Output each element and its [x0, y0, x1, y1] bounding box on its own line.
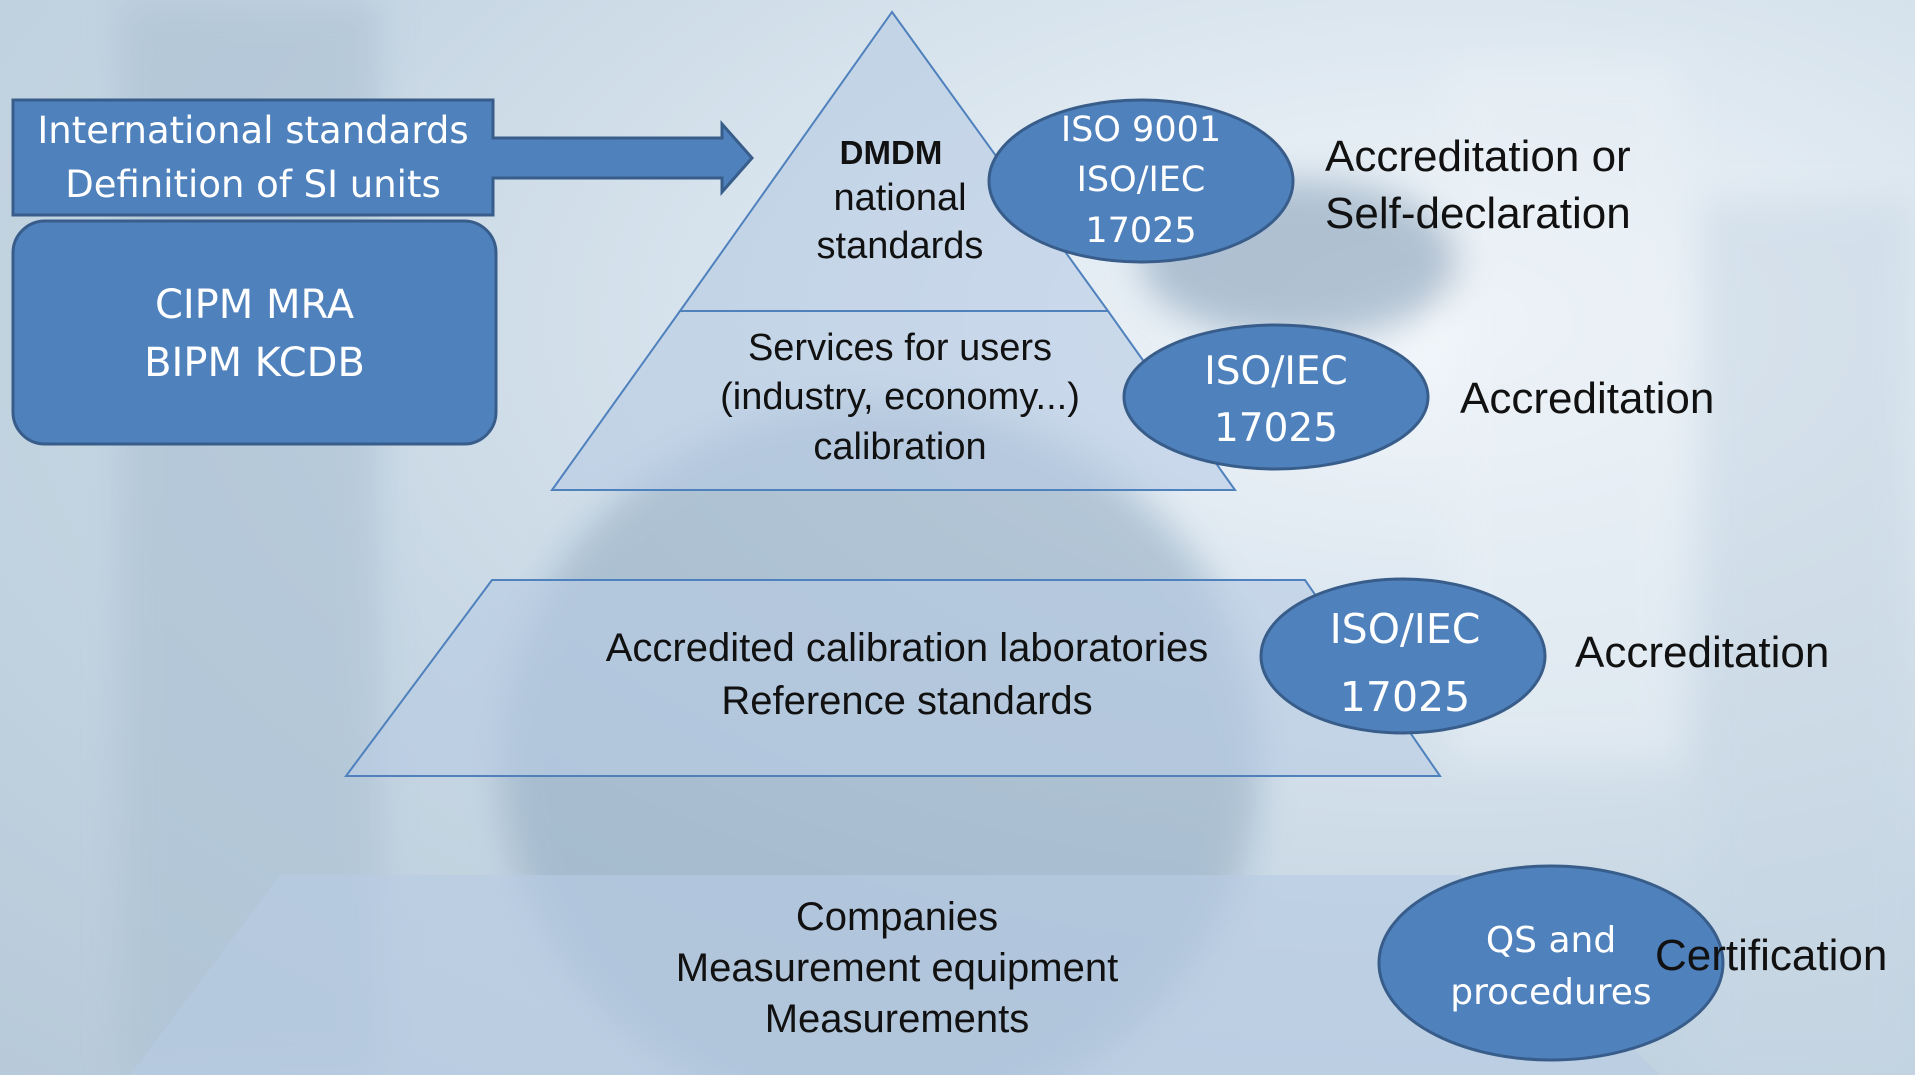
side-label-2: Accreditation: [1460, 374, 1715, 423]
oval-iso9001-text: ISO 9001 ISO/IEC 17025: [1000, 105, 1282, 256]
oval-2-line-1: ISO/IEC: [1204, 349, 1348, 394]
oval-isoiec-1: [1122, 323, 1430, 471]
international-standards-line: International standards: [37, 109, 469, 152]
tier-1-line-1: national: [833, 176, 967, 219]
international-standards-arrow-box: [11, 98, 755, 217]
oval-isoiec-2-text: ISO/IEC 17025: [1265, 596, 1545, 731]
oval-1-line-3: 17025: [1085, 210, 1197, 251]
dmdm-label: DMDM: [839, 134, 943, 171]
oval-4-line-2: procedures: [1450, 972, 1652, 1014]
tier-2-label: Services for users (industry, economy...…: [660, 324, 1140, 472]
oval-isoiec-2: [1259, 577, 1547, 735]
tier-1-label: DMDM national standards: [760, 132, 1040, 270]
bipm-kcdb-line: BIPM KCDB: [144, 340, 365, 386]
oval-3-line-1: ISO/IEC: [1329, 605, 1481, 653]
tier-4-label: Companies Measurement equipment Measurem…: [600, 892, 1194, 1046]
oval-isoiec-1-text: ISO/IEC 17025: [1130, 344, 1422, 457]
international-standards-text: International standards Definition of SI…: [13, 104, 493, 211]
tier-4-line-2: Measurement equipment: [675, 946, 1119, 991]
tier-2-line-2: (industry, economy...): [720, 376, 1080, 419]
cipm-text: CIPM MRA BIPM KCDB: [13, 276, 496, 392]
tier-1-line-2: standards: [816, 225, 984, 268]
oval-iso9001: [987, 98, 1295, 264]
side-label-1: Accreditation or Self-declaration: [1325, 128, 1631, 242]
cipm-box: [11, 219, 498, 446]
tier-4-line-3: Measurements: [764, 997, 1030, 1042]
oval-3-line-2: 17025: [1339, 672, 1471, 721]
si-units-line: Definition of SI units: [65, 162, 441, 206]
side-label-1-line-1: Accreditation or: [1325, 132, 1631, 181]
tier-3-line-2: Reference standards: [721, 679, 1093, 724]
tier-2-line-1: Services for users: [747, 327, 1053, 369]
oval-1-line-1: ISO 9001: [1060, 110, 1222, 150]
pyramid-tier-3: [344, 579, 1442, 777]
tier-2-line-3: calibration: [813, 425, 987, 468]
side-label-1-line-2: Self-declaration: [1325, 189, 1631, 239]
oval-1-line-2: ISO/IEC: [1076, 160, 1206, 201]
oval-qs-text: QS and procedures: [1416, 915, 1686, 1019]
oval-2-line-2: 17025: [1213, 405, 1339, 451]
oval-qs: [1377, 864, 1725, 1062]
oval-4-line-1: QS and: [1485, 920, 1617, 961]
tier-4-line-1: Companies: [795, 895, 999, 939]
cipm-mra-line: CIPM MRA: [154, 282, 355, 328]
tier-3-line-1: Accredited calibration laboratories: [605, 626, 1209, 670]
side-label-4: Certification: [1655, 931, 1888, 980]
side-label-3: Accreditation: [1575, 628, 1830, 677]
pyramid-tier-4: [130, 875, 1660, 1075]
tier-3-label: Accredited calibration laboratories Refe…: [560, 622, 1254, 728]
